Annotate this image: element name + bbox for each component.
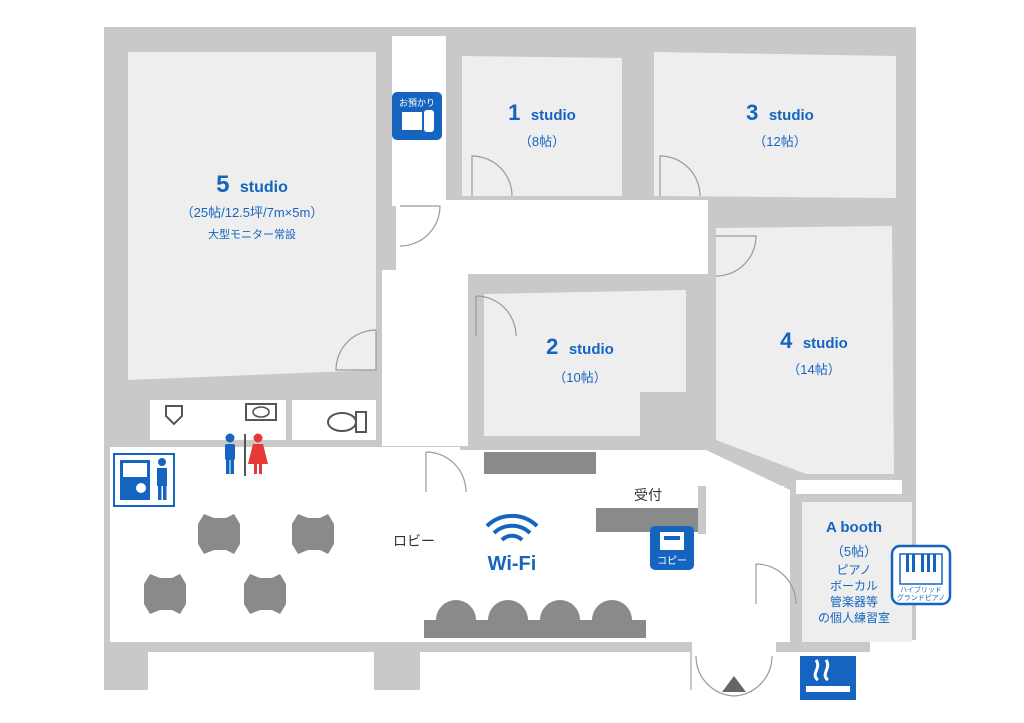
piano-icon-label-2: グランドピアノ: [897, 593, 945, 602]
wall-gap: [148, 652, 374, 692]
lobby-tables: [144, 514, 334, 614]
copy-machine-icon: コピー: [650, 526, 694, 570]
studio-5-size: （25帖/12.5坪/7m×5m）: [181, 205, 324, 220]
studio-4-number: 4: [780, 328, 793, 353]
storage-icon-label: お預かり: [399, 98, 435, 109]
studio-5-word: studio: [240, 179, 288, 196]
bench: [424, 620, 646, 638]
studio-3-title: 3 studio: [746, 100, 814, 125]
wifi-icon: [485, 513, 539, 542]
booth-a-title: A booth: [826, 519, 882, 536]
studio-1-number: 1: [508, 100, 520, 125]
piano-icon-label-1: ハイブリッド: [900, 585, 942, 594]
wall-gap: [420, 652, 690, 692]
studio-1-size: （8帖）: [519, 134, 565, 149]
lobby-label: ロビー: [393, 534, 435, 550]
studio-4-room: [716, 226, 894, 474]
entrance-arrow-icon: [722, 676, 746, 692]
copy-icon-label: コピー: [657, 555, 687, 567]
studio-4-word: studio: [803, 335, 848, 352]
studio-5-room: [128, 52, 376, 380]
studio-4-title: 4 studio: [780, 328, 848, 353]
partition-bar: [484, 452, 596, 474]
partition-wall: [698, 486, 706, 534]
piano-icon: ハイブリッド グランドピアノ: [890, 544, 952, 606]
studio-3-word: studio: [769, 107, 814, 124]
corridor: [396, 200, 708, 274]
wall-gap: [870, 640, 930, 700]
reception-label: 受付: [634, 488, 662, 504]
stools: [436, 600, 632, 620]
studio-2-title: 2 studio: [546, 334, 614, 359]
doors: [335, 155, 797, 697]
studio-2-room: [484, 290, 686, 436]
corridor: [704, 486, 784, 536]
studio-1-word: studio: [531, 107, 576, 124]
booth-a-size: （5帖）: [831, 544, 877, 559]
booth-a-line: ピアノ: [837, 563, 872, 577]
studio-5-number: 5: [216, 171, 229, 198]
restroom-sign-icon: [225, 433, 268, 476]
booth-a-line: 管楽器等: [830, 594, 878, 609]
vending-machine-icon: [113, 453, 175, 507]
studio-1-room: [462, 56, 622, 196]
studio-2-number: 2: [546, 334, 558, 359]
studio-2-word: studio: [569, 341, 614, 358]
smoking-area-icon: [800, 656, 856, 700]
studio-5-note: 大型モニター常設: [208, 227, 296, 241]
booth-a-line: の個人練習室: [818, 610, 890, 625]
corridor: [796, 480, 902, 494]
studio-2-size: （10帖）: [553, 370, 606, 385]
urinal-icon: [165, 405, 183, 426]
restroom-area: [292, 400, 376, 440]
booth-a-line: ボーカル: [830, 579, 878, 593]
studio-5-title: 5 studio: [216, 171, 288, 198]
sink-icon: [245, 403, 277, 421]
studio-1-title: 1 studio: [508, 100, 576, 125]
wifi-label: Wi-Fi: [488, 553, 537, 575]
studio-3-room: [654, 52, 896, 198]
studio-3-size: （12帖）: [753, 134, 806, 149]
toilet-icon: [327, 411, 367, 433]
storage-icon: お預かり: [392, 92, 442, 140]
studio-3-number: 3: [746, 100, 758, 125]
corridor: [382, 330, 402, 370]
studio-4-size: （14帖）: [787, 362, 840, 377]
